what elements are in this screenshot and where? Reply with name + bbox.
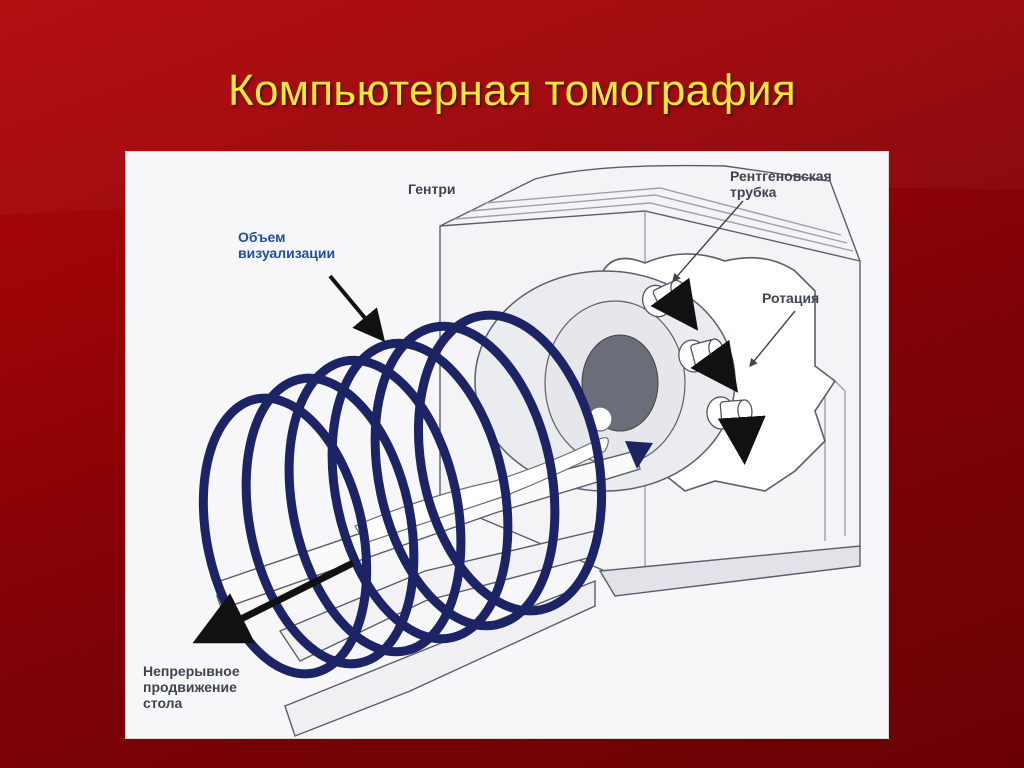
xray-tube-pointer	[672, 200, 744, 283]
helical-spiral	[198, 310, 607, 679]
rotation-label: Ротация	[762, 290, 820, 306]
table-motion-label: Непрерывное продвижение стола	[143, 663, 240, 711]
imaging-volume-pointer	[328, 274, 386, 343]
xray-tube-label: Рентгеновская трубка	[730, 168, 832, 200]
spiral-end-arrow	[625, 441, 653, 469]
ct-scanner-diagram: Гентри Рентгеновская трубка Ротация Объе…	[125, 151, 889, 739]
ct-scanner-illustration	[192, 164, 861, 737]
gantry-label: Гентри	[408, 181, 456, 197]
imaging-volume-label: Объем визуализации	[238, 229, 336, 261]
rotation-pointer	[749, 310, 796, 368]
slide-title: Компьютерная томография	[228, 66, 796, 115]
rotation-arrows	[650, 277, 766, 465]
table-motion-arrow	[192, 559, 355, 644]
